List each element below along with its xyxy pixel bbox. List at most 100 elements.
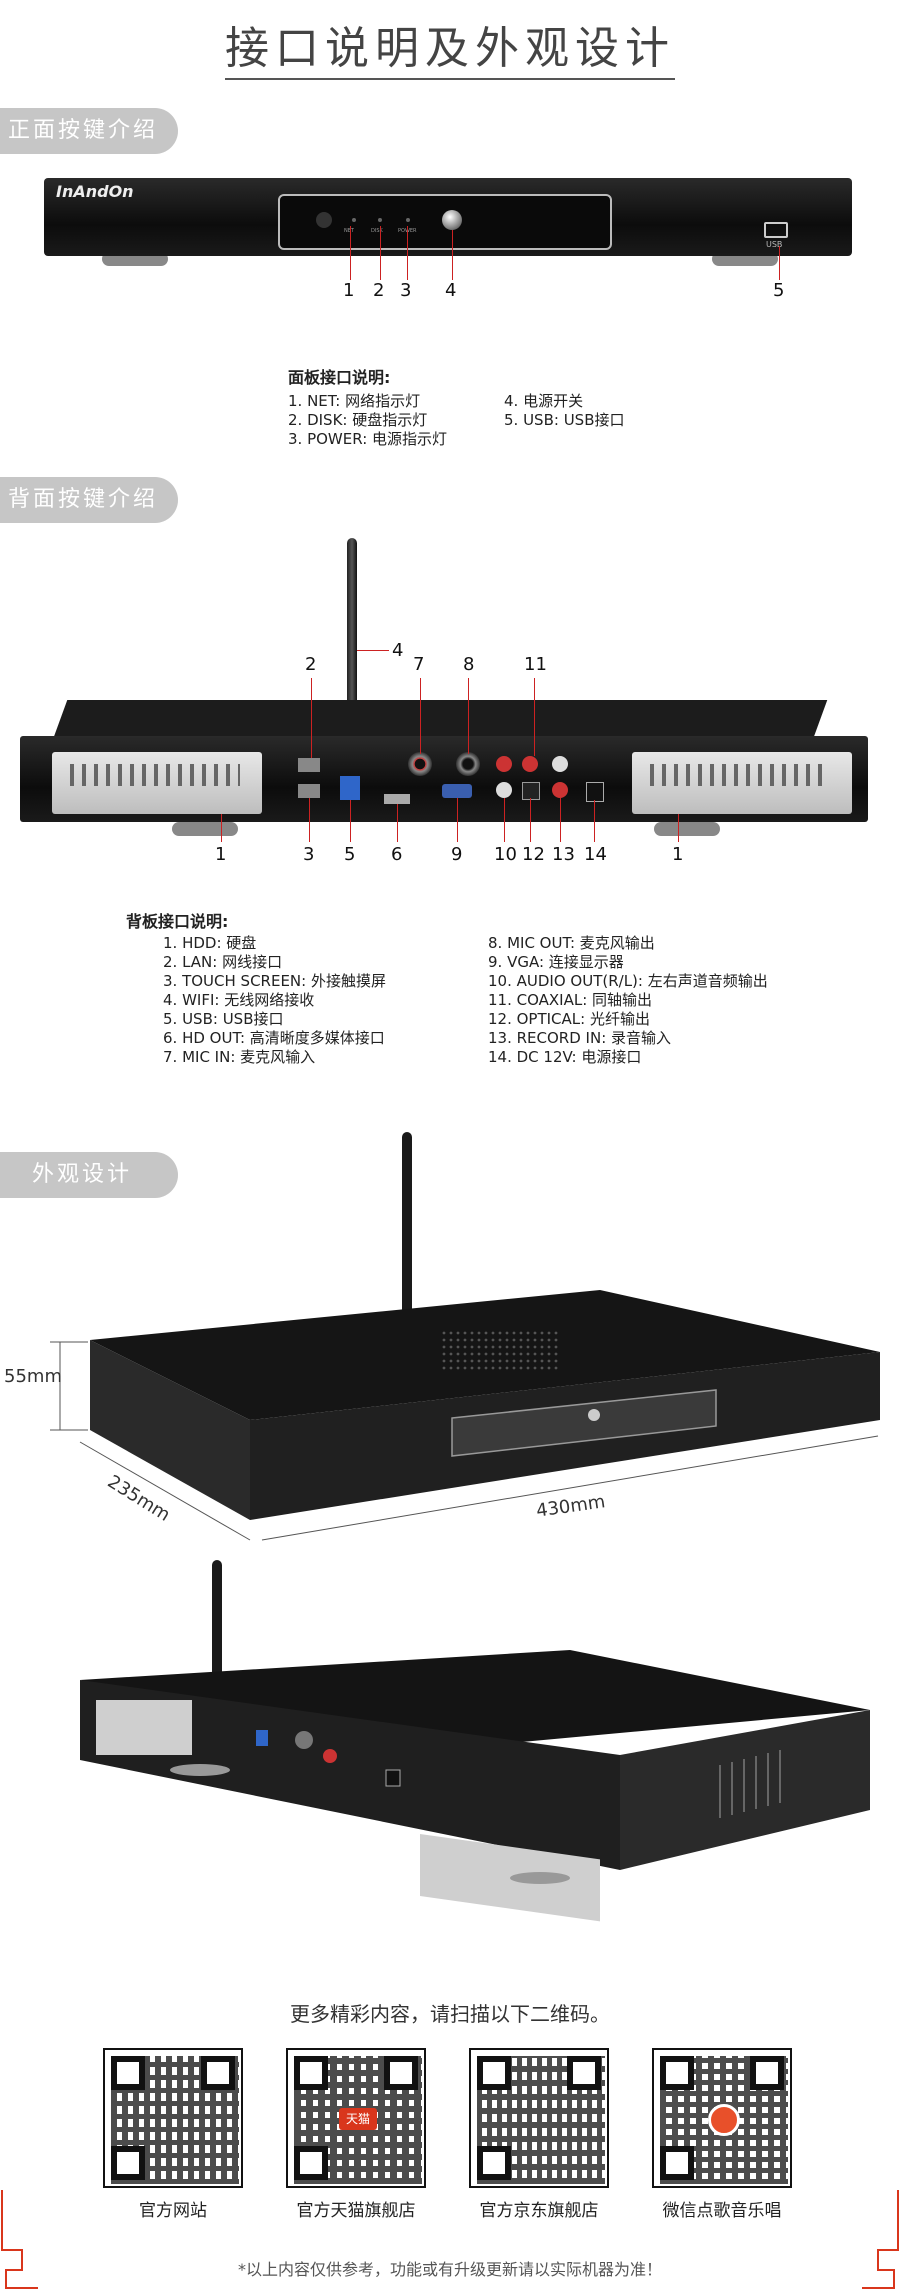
back-line-12	[530, 798, 531, 842]
page-title: 接口说明及外观设计	[0, 12, 900, 80]
back-line-9	[457, 798, 458, 842]
legend-item: 8. MIC OUT: 麦克风输出	[488, 934, 655, 952]
callout-5: 5	[773, 280, 785, 301]
legend-item: 4. WIFI: 无线网络接收	[163, 991, 315, 1009]
rear-foot-icon	[170, 1764, 230, 1776]
legend-item: 2. DISK: 硬盘指示灯	[288, 411, 428, 429]
legend-item: 10. AUDIO OUT(R/L): 左右声道音频输出	[488, 972, 768, 990]
qr-label-tmall: 官方天猫旗舰店	[296, 2201, 416, 2221]
callout-line-4	[452, 230, 453, 280]
lan-port-icon	[298, 758, 320, 772]
dim-height-label: 55mm	[4, 1366, 62, 1387]
back-callout-14: 14	[584, 844, 607, 865]
wifi-antenna-icon	[347, 538, 357, 778]
rear-foot-icon	[510, 1872, 570, 1884]
legend-item: 7. MIC IN: 麦克风输入	[163, 1048, 316, 1066]
power-led-icon	[406, 218, 410, 222]
rear-hdd-bay-left	[96, 1700, 192, 1755]
legend-item: 1. HDD: 硬盘	[163, 934, 257, 952]
rear-mic-icon	[295, 1731, 313, 1749]
qr-code-tmall[interactable]: 天猫	[286, 2048, 426, 2188]
qr-label-jd: 官方京东旗舰店	[479, 2201, 599, 2221]
rear-rca-icon	[323, 1749, 337, 1763]
back-callout-9: 9	[451, 844, 463, 865]
disk-led-icon	[378, 218, 382, 222]
back-line-5	[350, 800, 351, 842]
net-label: NET	[344, 228, 354, 234]
back-callout-1b: 1	[672, 844, 684, 865]
callout-4: 4	[445, 280, 457, 301]
net-led-icon	[352, 218, 356, 222]
music-logo-icon	[708, 2104, 740, 2136]
callout-line-1	[350, 226, 351, 280]
callout-3: 3	[400, 280, 412, 301]
antenna-icon	[402, 1132, 412, 1332]
section-tab-back: 背面按键介绍	[0, 477, 178, 523]
audio-l-port-icon	[496, 782, 512, 798]
legend-item: 3. TOUCH SCREEN: 外接触摸屏	[163, 972, 386, 990]
power-knob-icon	[588, 1409, 600, 1421]
back-line-2	[311, 678, 312, 758]
record-in-l-icon	[552, 782, 568, 798]
usb-port-icon	[340, 776, 360, 800]
legend-item: 5. USB: USB接口	[504, 411, 625, 429]
qr-heading: 更多精彩内容，请扫描以下二维码。	[290, 2002, 610, 2026]
brand-logo: InAndOn	[56, 182, 134, 201]
back-line-11	[534, 678, 535, 756]
back-line-4	[357, 650, 389, 651]
hdd-vent-right	[650, 764, 830, 786]
callout-line-2	[380, 226, 381, 280]
rear-usb-icon	[256, 1730, 268, 1746]
back-callout-10: 10	[494, 844, 517, 865]
back-line-8	[468, 678, 469, 754]
legend-item: 9. VGA: 连接显示器	[488, 953, 624, 971]
optical-port-icon	[522, 782, 540, 800]
callout-1: 1	[343, 280, 355, 301]
device-left-face	[90, 1340, 250, 1520]
dimension-drawing	[50, 1132, 880, 1541]
qr-code-wechat[interactable]	[652, 2048, 792, 2188]
back-callout-4: 4	[392, 640, 404, 661]
rear-dc-icon	[385, 1769, 401, 1787]
section-tab-appearance: 外观设计	[0, 1152, 178, 1198]
front-legend-right: 4. 电源开关 5. USB: USB接口	[504, 392, 624, 430]
audio-r-port-icon	[496, 756, 512, 772]
back-callout-6: 6	[391, 844, 403, 865]
dim-line-depth	[79, 1441, 251, 1541]
legend-item: 6. HD OUT: 高清晰度多媒体接口	[163, 1029, 385, 1047]
back-callout-2: 2	[305, 654, 317, 675]
back-callout-8: 8	[463, 654, 475, 675]
back-callout-7: 7	[413, 654, 425, 675]
back-legend-title: 背板接口说明:	[126, 912, 229, 931]
hdd-vent-left	[70, 764, 240, 786]
legend-item: 13. RECORD IN: 录音输入	[488, 1029, 672, 1047]
legend-item: 3. POWER: 电源指示灯	[288, 430, 448, 448]
legend-item: 5. USB: USB接口	[163, 1010, 284, 1028]
back-callout-11: 11	[524, 654, 547, 675]
back-legend-left: 1. HDD: 硬盘 2. LAN: 网线接口 3. TOUCH SCREEN:…	[163, 934, 386, 1067]
coaxial-port-icon	[522, 756, 538, 772]
qr-code-jd[interactable]	[469, 2048, 609, 2188]
hdmi-port-icon	[384, 794, 410, 804]
power-button-icon[interactable]	[442, 210, 462, 230]
disclaimer: *以上内容仅供参考，功能或有升级更新请以实际机器为准！	[237, 2260, 662, 2279]
back-line-10	[504, 798, 505, 842]
front-usb-port-icon	[764, 222, 788, 238]
touchscreen-port-icon	[298, 784, 320, 798]
legend-item: 2. LAN: 网线接口	[163, 953, 283, 971]
rear-hdd-bay-right	[420, 1834, 600, 1922]
ir-window	[316, 212, 332, 228]
qr-code-website[interactable]	[103, 2048, 243, 2188]
back-device-top	[52, 700, 828, 740]
corner-ornament-right	[862, 2190, 899, 2289]
back-callout-3: 3	[303, 844, 315, 865]
back-line-1b	[678, 814, 679, 842]
legend-item: 14. DC 12V: 电源接口	[488, 1048, 642, 1066]
back-line-13	[560, 798, 561, 842]
callout-line-3	[407, 226, 408, 280]
mic-in-port-icon	[408, 752, 432, 776]
back-line-3	[309, 798, 310, 842]
back-line-14	[594, 800, 595, 842]
back-line-7	[420, 678, 421, 754]
back-line-6	[397, 804, 398, 842]
